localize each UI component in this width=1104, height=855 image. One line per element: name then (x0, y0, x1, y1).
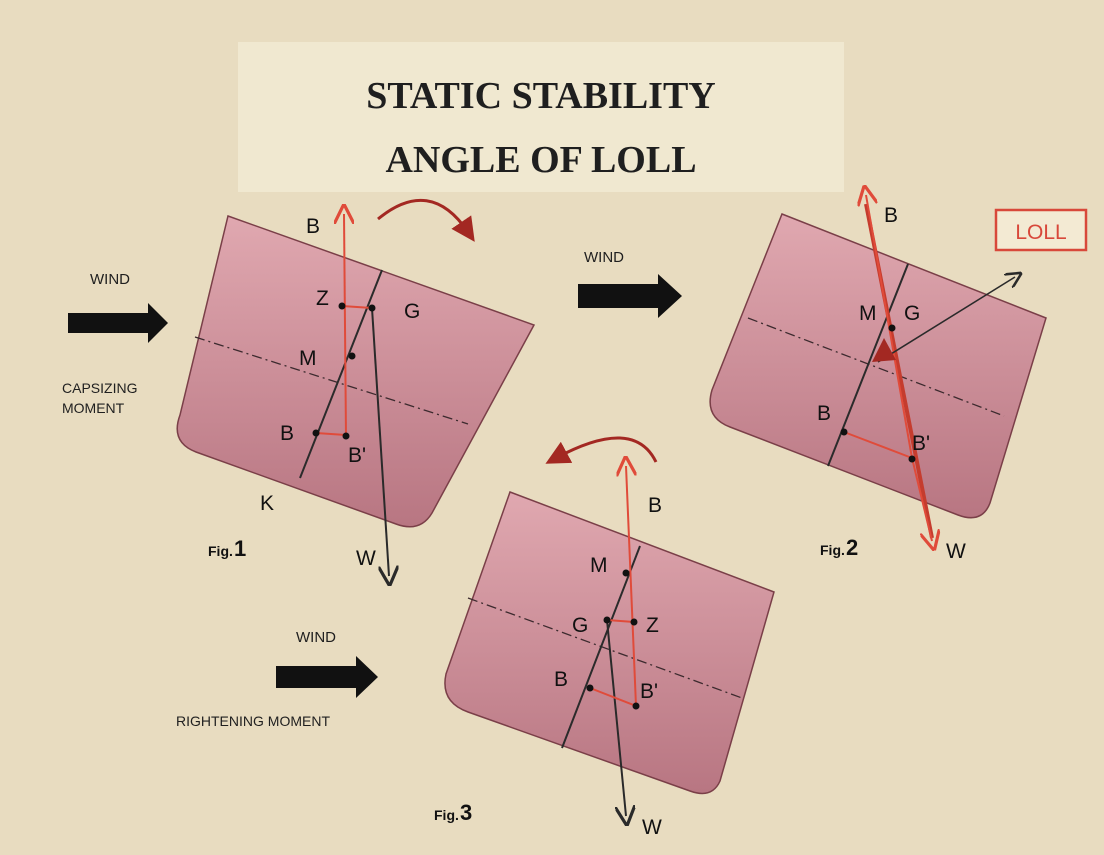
fig1-caption-prefix: Fig. (208, 543, 233, 559)
fig3-point-g (603, 616, 611, 624)
fig2-point-b (840, 428, 848, 436)
fig3-label-b-top: B (648, 494, 662, 517)
fig2-point-g (888, 324, 896, 332)
fig1-label-w: W (356, 547, 376, 570)
fig1-gz-arm (341, 305, 373, 309)
fig2-point-b-prime (908, 455, 916, 463)
title-line-1: STATIC STABILITY (366, 75, 716, 117)
fig1-point-z (338, 302, 346, 310)
fig1-label-k: K (260, 492, 274, 515)
fig2-label-g: G (904, 302, 920, 325)
fig3-centreline (561, 545, 641, 749)
fig3-buoyancy-line (626, 466, 637, 707)
fig3-label-w: W (642, 816, 662, 839)
fig1-label-z: Z (316, 287, 329, 310)
fig1-point-m (348, 352, 356, 360)
fig1-label-b-top: B (306, 215, 320, 238)
figure-1: WIND CAPSIZING MOMENT B Z G M B B' K W F… (62, 198, 536, 576)
fig1-moment-label-2: MOMENT (62, 400, 125, 416)
fig1-hull (176, 215, 536, 528)
fig2-wind-label: WIND (584, 249, 624, 266)
fig2-hull (709, 213, 1047, 519)
fig1-bb-shift (315, 432, 347, 436)
fig3-moment-label: RIGHTENING MOMENT (176, 713, 330, 729)
fig2-caption-number: 2 (846, 535, 858, 560)
fig3-bb-shift (589, 687, 637, 707)
fig1-point-b (312, 429, 320, 437)
fig3-wind-arrow (276, 656, 378, 698)
fig1-buoyancy-line (344, 214, 346, 439)
fig3-label-g: G (572, 614, 588, 637)
fig3-moment-arrow (545, 436, 658, 464)
fig3-label-b-prime: B' (640, 680, 658, 703)
fig3-gz-arm (606, 619, 635, 623)
fig2-label-b-prime: B' (912, 432, 930, 455)
fig2-weight-arrow (911, 457, 932, 541)
fig3-point-m (622, 569, 630, 577)
fig1-label-b-prime: B' (348, 444, 366, 467)
fig1-moment-arrow (377, 198, 475, 242)
fig3-point-b-prime (632, 702, 640, 710)
fig1-label-g: G (404, 300, 420, 323)
fig3-weight-line (606, 619, 626, 816)
fig2-label-b-top: B (884, 204, 898, 227)
fig1-centreline (299, 269, 383, 479)
title-box: STATIC STABILITY ANGLE OF LOLL (238, 42, 844, 192)
figure-2: LOLL WIND B M G B B' W Fig. 2 (578, 195, 1088, 563)
title-line-2: ANGLE OF LOLL (385, 139, 697, 181)
fig3-caption-prefix: Fig. (434, 807, 459, 823)
fig1-moment-label-1: CAPSIZING (62, 380, 137, 396)
fig1-label-b: B (280, 422, 294, 445)
fig2-label-b: B (817, 402, 831, 425)
fig1-waterline (194, 336, 469, 425)
fig1-point-b-prime (342, 432, 350, 440)
fig3-label-m: M (590, 554, 608, 577)
fig1-wind-arrow (68, 303, 168, 343)
fig1-point-g (368, 304, 376, 312)
fig3-point-z (630, 618, 638, 626)
fig3-point-b (586, 684, 594, 692)
fig1-wind-label: WIND (90, 271, 130, 288)
fig3-label-b: B (554, 668, 568, 691)
fig2-label-w: W (946, 540, 966, 563)
fig2-loll-angle (872, 338, 896, 362)
fig3-caption-number: 3 (460, 800, 472, 825)
fig2-bb-shift (843, 431, 913, 459)
fig2-wind-arrow (578, 274, 682, 318)
fig2-gm-arrow (877, 277, 1015, 363)
fig2-loll-tag-box (994, 208, 1088, 252)
fig2-waterline (747, 317, 1005, 417)
fig1-caption-number: 1 (234, 536, 246, 561)
fig2-caption-prefix: Fig. (820, 542, 845, 558)
fig2-label-m: M (859, 302, 877, 325)
figure-3: WIND RIGHTENING MOMENT B M G Z B B' W Fi… (176, 436, 775, 839)
fig3-label-z: Z (646, 614, 659, 637)
fig3-waterline (467, 597, 743, 699)
fig3-wind-label: WIND (296, 629, 336, 646)
fig1-label-m: M (299, 347, 317, 370)
fig2-loll-tag: LOLL (1015, 221, 1066, 244)
fig1-weight-line (371, 307, 389, 576)
